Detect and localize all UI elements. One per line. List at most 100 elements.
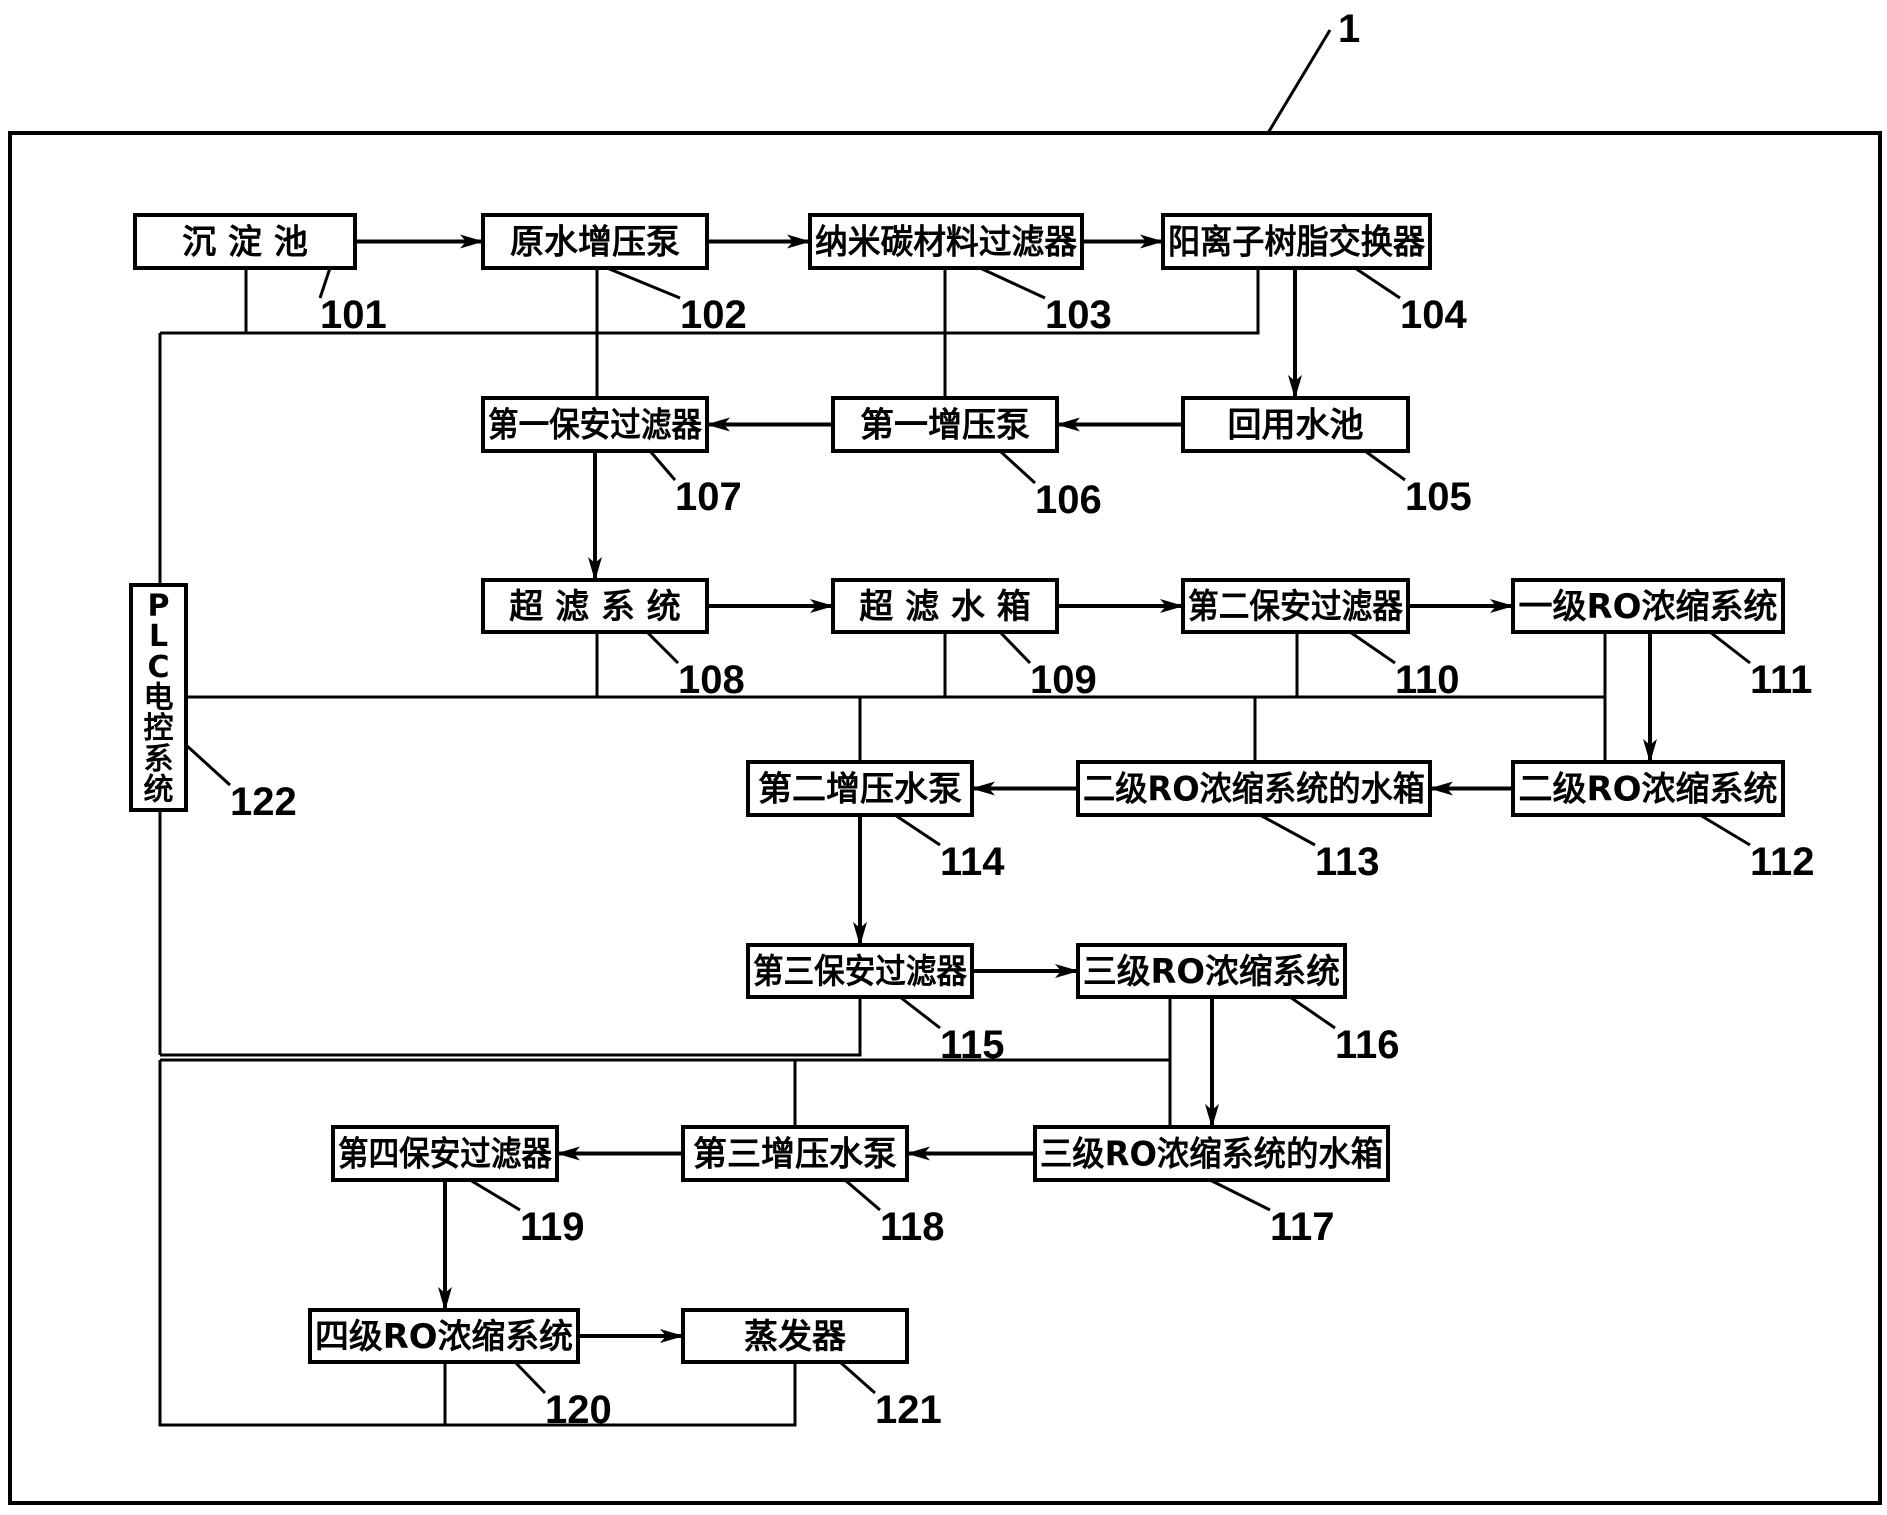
node-110: 第二保安过滤器 (1181, 578, 1410, 634)
node-label-101: 沉 淀 池 (182, 223, 308, 263)
node-box-112 (1511, 760, 1785, 817)
node-label-108: 超 滤 系 统 (509, 587, 681, 627)
node-label-119: 第四保安过滤器 (338, 1135, 553, 1175)
node-label-113: 二级RO浓缩系统的水箱 (1083, 770, 1425, 810)
node-101: 沉 淀 池 (133, 213, 357, 270)
ref-leader-110 (1349, 630, 1396, 665)
node-label-111: 一级RO浓缩系统 (1518, 587, 1777, 627)
node-label-118: 第三增压水泵 (693, 1135, 897, 1175)
node-115: 第三保安过滤器 (746, 943, 974, 999)
ref-number-119: 119 (520, 1205, 585, 1249)
ref-leader-115 (899, 995, 941, 1030)
ref-leader-113 (1259, 813, 1316, 847)
node-box-116 (1076, 943, 1347, 999)
ref-leader-117 (1209, 1178, 1271, 1212)
node-113: 二级RO浓缩系统的水箱 (1076, 760, 1432, 817)
node-103: 纳米碳材料过滤器 (808, 213, 1084, 270)
ref-number-121: 121 (875, 1388, 942, 1432)
node-box-122 (129, 583, 188, 812)
ref-leader-122 (184, 743, 232, 787)
ref-number-115: 115 (940, 1023, 1005, 1067)
control-wire (160, 268, 1260, 335)
ref-leader-107 (648, 450, 677, 481)
node-label-120: 四级RO浓缩系统 (315, 1317, 573, 1357)
node-111: 一级RO浓缩系统 (1511, 578, 1785, 634)
node-label-char: 统 (144, 773, 174, 808)
ref-number-102: 102 (680, 293, 747, 337)
node-box-103 (808, 213, 1084, 270)
node-label-117: 三级RO浓缩系统的水箱 (1040, 1135, 1383, 1175)
node-106: 第一增压泵 (831, 396, 1059, 453)
node-label-char: P (148, 588, 170, 623)
ref-number-104: 104 (1400, 293, 1467, 337)
node-label-char: 控 (144, 711, 174, 746)
node-box-109 (831, 578, 1059, 634)
ref-number-108: 108 (678, 658, 745, 702)
node-109: 超 滤 水 箱 (831, 578, 1059, 634)
node-102: 原水增压泵 (481, 213, 709, 270)
ref-leader-105 (1364, 449, 1406, 482)
node-label-114: 第二增压水泵 (758, 770, 962, 810)
node-label-106: 第一增压泵 (860, 406, 1030, 446)
node-label-112: 二级RO浓缩系统 (1518, 770, 1777, 810)
ref-number-109: 109 (1030, 658, 1097, 702)
system-frame (8, 131, 1882, 1505)
node-label-107: 第一保安过滤器 (488, 406, 703, 446)
ref-leader-106 (998, 449, 1037, 485)
control-wire (158, 1060, 797, 1427)
ref-number-103: 103 (1045, 293, 1112, 337)
ref-number-122: 122 (230, 780, 297, 824)
ref-leader-111 (1709, 630, 1751, 665)
ref-number-106: 106 (1035, 478, 1102, 522)
figure-ref-label: 1 (1338, 7, 1360, 51)
control-wire (160, 997, 862, 1057)
ref-number-107: 107 (675, 475, 742, 519)
node-label-103: 纳米碳材料过滤器 (815, 223, 1078, 263)
node-label-char: L (149, 619, 168, 654)
ref-number-111: 111 (1750, 658, 1812, 702)
node-label-char: 电 (144, 681, 174, 716)
node-label-109: 超 滤 水 箱 (859, 587, 1031, 627)
node-108: 超 滤 系 统 (481, 578, 709, 634)
ref-leader-112 (1699, 813, 1751, 847)
node-117: 三级RO浓缩系统的水箱 (1033, 1125, 1390, 1182)
node-114: 第二增压水泵 (746, 760, 974, 817)
node-box-117 (1033, 1125, 1390, 1182)
node-label-105: 回用水池 (1228, 406, 1364, 446)
node-box-110 (1181, 578, 1410, 634)
ref-leader-120 (513, 1360, 547, 1395)
node-box-114 (746, 760, 974, 817)
control-wire (160, 997, 1172, 1062)
ref-leader-103 (979, 266, 1046, 300)
ref-number-120: 120 (545, 1388, 612, 1432)
node-120: 四级RO浓缩系统 (308, 1308, 580, 1364)
node-box-115 (746, 943, 974, 999)
ref-leader-101 (318, 267, 332, 299)
ref-number-101: 101 (320, 293, 387, 337)
ref-leader-104 (1354, 266, 1401, 300)
node-112: 二级RO浓缩系统 (1511, 760, 1785, 817)
ref-number-110: 110 (1395, 658, 1460, 702)
node-121: 蒸发器 (681, 1308, 909, 1364)
ref-leader-119 (469, 1178, 521, 1212)
node-label-110: 第二保安过滤器 (1188, 587, 1404, 627)
ref-number-116: 116 (1335, 1023, 1400, 1067)
node-label-char: 系 (144, 742, 174, 777)
node-label-104: 阳离子树脂交换器 (1168, 223, 1426, 263)
node-label-121: 蒸发器 (744, 1317, 847, 1357)
node-box-101 (133, 213, 357, 270)
node-box-107 (481, 396, 709, 453)
ref-number-105: 105 (1405, 475, 1472, 519)
ref-leader-108 (645, 630, 680, 665)
control-wiring (158, 268, 1607, 1427)
node-box-104 (1161, 213, 1432, 270)
ref-number-118: 118 (880, 1205, 945, 1249)
node-label-102: 原水增压泵 (510, 223, 680, 263)
node-label-char: C (147, 650, 169, 685)
node-box-111 (1511, 578, 1785, 634)
figure-ref-leader (1266, 29, 1332, 134)
node-122: PLC电控系统PLC电控系统 (129, 583, 188, 812)
ref-leader-116 (1289, 995, 1336, 1030)
